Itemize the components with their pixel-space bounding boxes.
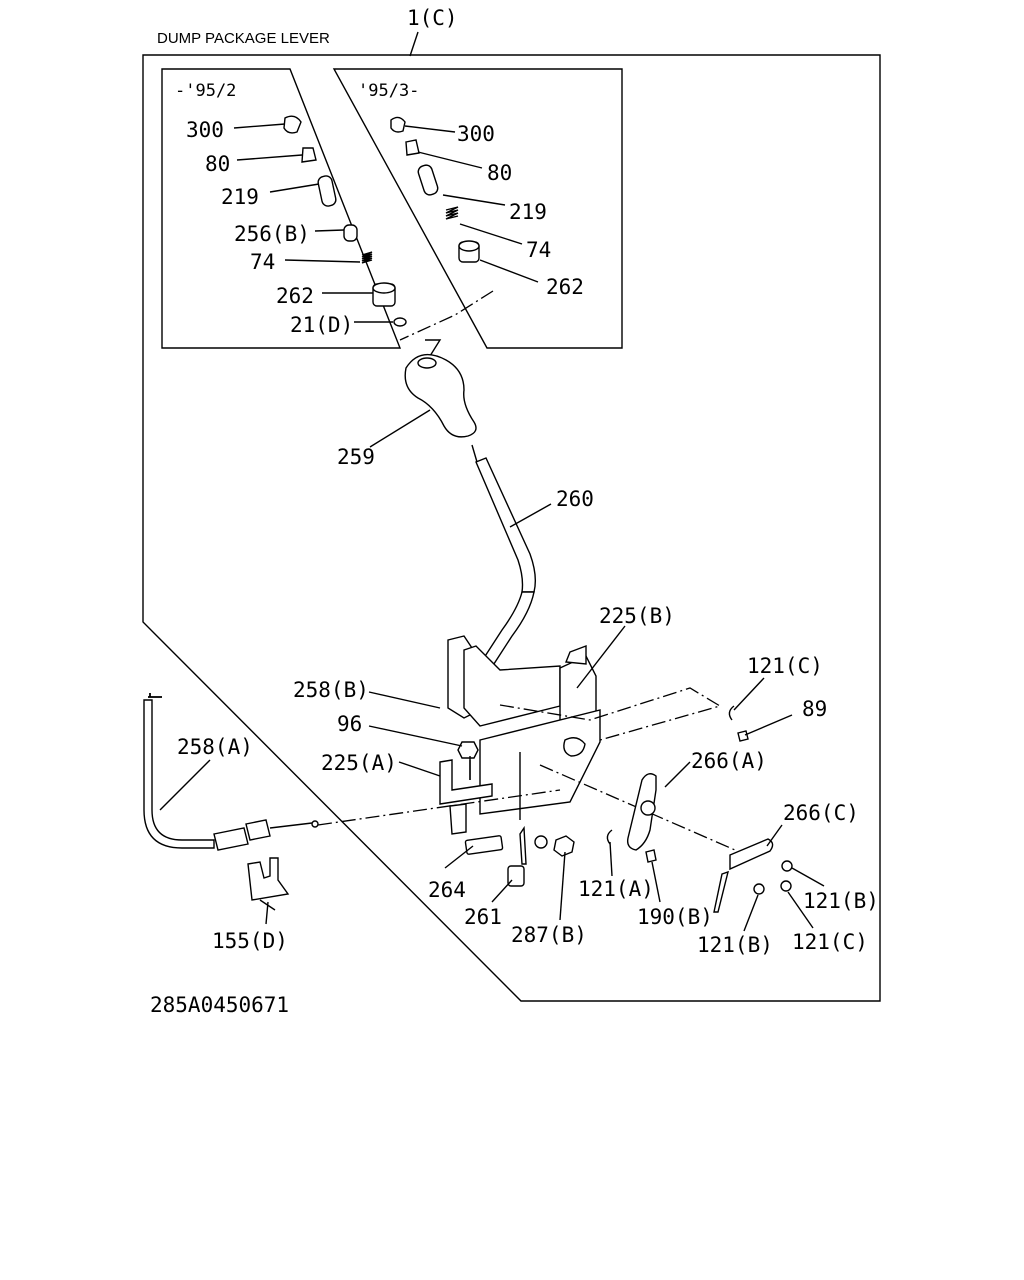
cable-route-line [317, 789, 561, 826]
label-left-256b: 256(B) [234, 222, 310, 246]
leader-121c-top [733, 677, 765, 711]
link-266c [729, 838, 774, 871]
inset-left-parts [233, 115, 407, 327]
label-right-262: 262 [546, 275, 584, 299]
label-121b-right: 121(B) [803, 889, 879, 913]
inset-right-parts [390, 116, 539, 283]
leader-121b-right [791, 867, 825, 887]
drawing-number: 285A0450671 [150, 993, 289, 1017]
label-225b: 225(B) [599, 604, 675, 628]
lever-rod-260 [475, 457, 537, 593]
leader-155d [265, 901, 269, 925]
cable-258a [143, 699, 215, 849]
leader-121a [609, 841, 613, 877]
leader-190b [651, 861, 661, 903]
inset-right-caption: '95/3- [358, 81, 419, 101]
leader-225b [576, 625, 626, 689]
label-287b: 287(B) [511, 923, 587, 947]
leader-259 [369, 409, 431, 448]
pivot-line-top [499, 687, 722, 741]
inset-right-panel [332, 68, 623, 349]
inset-leader-line [399, 290, 494, 341]
label-264: 264 [428, 878, 466, 902]
label-260: 260 [556, 487, 594, 511]
leader-261 [491, 879, 513, 903]
leader-89 [744, 714, 793, 736]
leader-260 [509, 503, 552, 528]
leader-96 [368, 725, 463, 747]
leader-287b [559, 851, 566, 921]
label-right-74: 74 [526, 238, 551, 262]
label-266a: 266(A) [691, 749, 767, 773]
label-266c: 266(C) [783, 801, 859, 825]
leader-266a [664, 761, 691, 788]
label-155d: 155(D) [212, 929, 288, 953]
label-121b-bottom: 121(B) [697, 933, 773, 957]
label-259: 259 [337, 445, 375, 469]
label-left-21d: 21(D) [290, 313, 353, 337]
label-261: 261 [464, 905, 502, 929]
label-96: 96 [337, 712, 362, 736]
label-right-300: 300 [457, 122, 495, 146]
label-left-300: 300 [186, 118, 224, 142]
label-left-219: 219 [221, 185, 259, 209]
small-hardware [457, 705, 793, 895]
label-258a: 258(A) [177, 735, 253, 759]
assembly-ref-label: 1(C) [407, 6, 458, 30]
knob-259 [404, 353, 477, 438]
label-left-74: 74 [250, 250, 275, 274]
label-121a: 121(A) [578, 877, 654, 901]
label-89: 89 [802, 697, 827, 721]
inset-arrow [425, 339, 442, 357]
leader-258b [368, 691, 441, 709]
label-121c-bottom: 121(C) [792, 930, 868, 954]
diagram-title: DUMP PACKAGE LEVER [157, 30, 330, 47]
label-right-80: 80 [487, 161, 512, 185]
inset-left-caption: -'95/2 [175, 81, 236, 101]
label-left-262: 262 [276, 284, 314, 308]
leader-264 [444, 845, 474, 869]
leader-225a [398, 761, 441, 777]
assembly-ref-leader [409, 31, 419, 57]
leader-258a [159, 759, 211, 811]
label-left-80: 80 [205, 152, 230, 176]
inset-left-panel [161, 68, 402, 349]
leader-121c-bottom [787, 891, 814, 929]
leader-266c [766, 824, 783, 847]
label-258b: 258(B) [293, 678, 369, 702]
assembly-frame [142, 54, 881, 1002]
label-right-219: 219 [509, 200, 547, 224]
label-225a: 225(A) [321, 751, 397, 775]
leader-121b-bottom [743, 894, 759, 932]
label-190b: 190(B) [637, 905, 713, 929]
clip-155d [247, 857, 290, 901]
label-121c-top: 121(C) [747, 654, 823, 678]
bracket-assembly [439, 635, 601, 835]
